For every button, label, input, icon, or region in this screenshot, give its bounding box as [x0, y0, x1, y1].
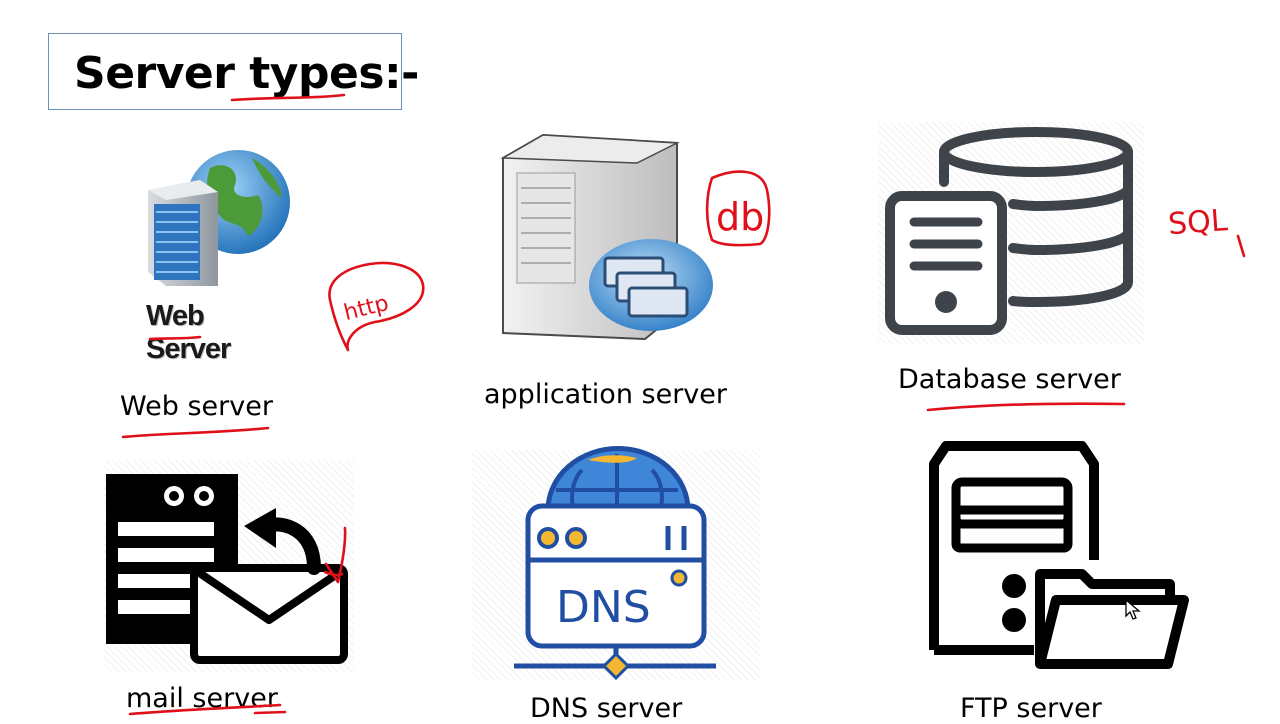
mail-server-label: mail server [126, 683, 278, 714]
ftp-server-label: FTP server [960, 693, 1102, 724]
dns-caption: DNS [556, 582, 651, 633]
sql-annotation-text: SQL [1167, 203, 1229, 242]
dns-server-icon: DNS [514, 445, 716, 681]
globe-server-icon [148, 150, 290, 286]
database-server-icon [885, 127, 1133, 335]
ftp-server-icon [929, 441, 1189, 669]
database-server-label: Database server [898, 364, 1121, 395]
web-server-label: Web server [120, 391, 273, 422]
title-box [48, 33, 402, 110]
dns-server-label: DNS server [530, 693, 683, 724]
mail-server-icon [106, 474, 348, 664]
web-server-image-caption: Web Server [146, 300, 231, 365]
slide-title: Server types:- [74, 48, 419, 99]
http-annotation-text: http [341, 291, 391, 326]
web-server-illustration: Web Server [140, 140, 290, 365]
application-server-icon [500, 133, 713, 341]
mouse-cursor-icon [1125, 598, 1141, 620]
application-server-label: application server [484, 379, 727, 410]
